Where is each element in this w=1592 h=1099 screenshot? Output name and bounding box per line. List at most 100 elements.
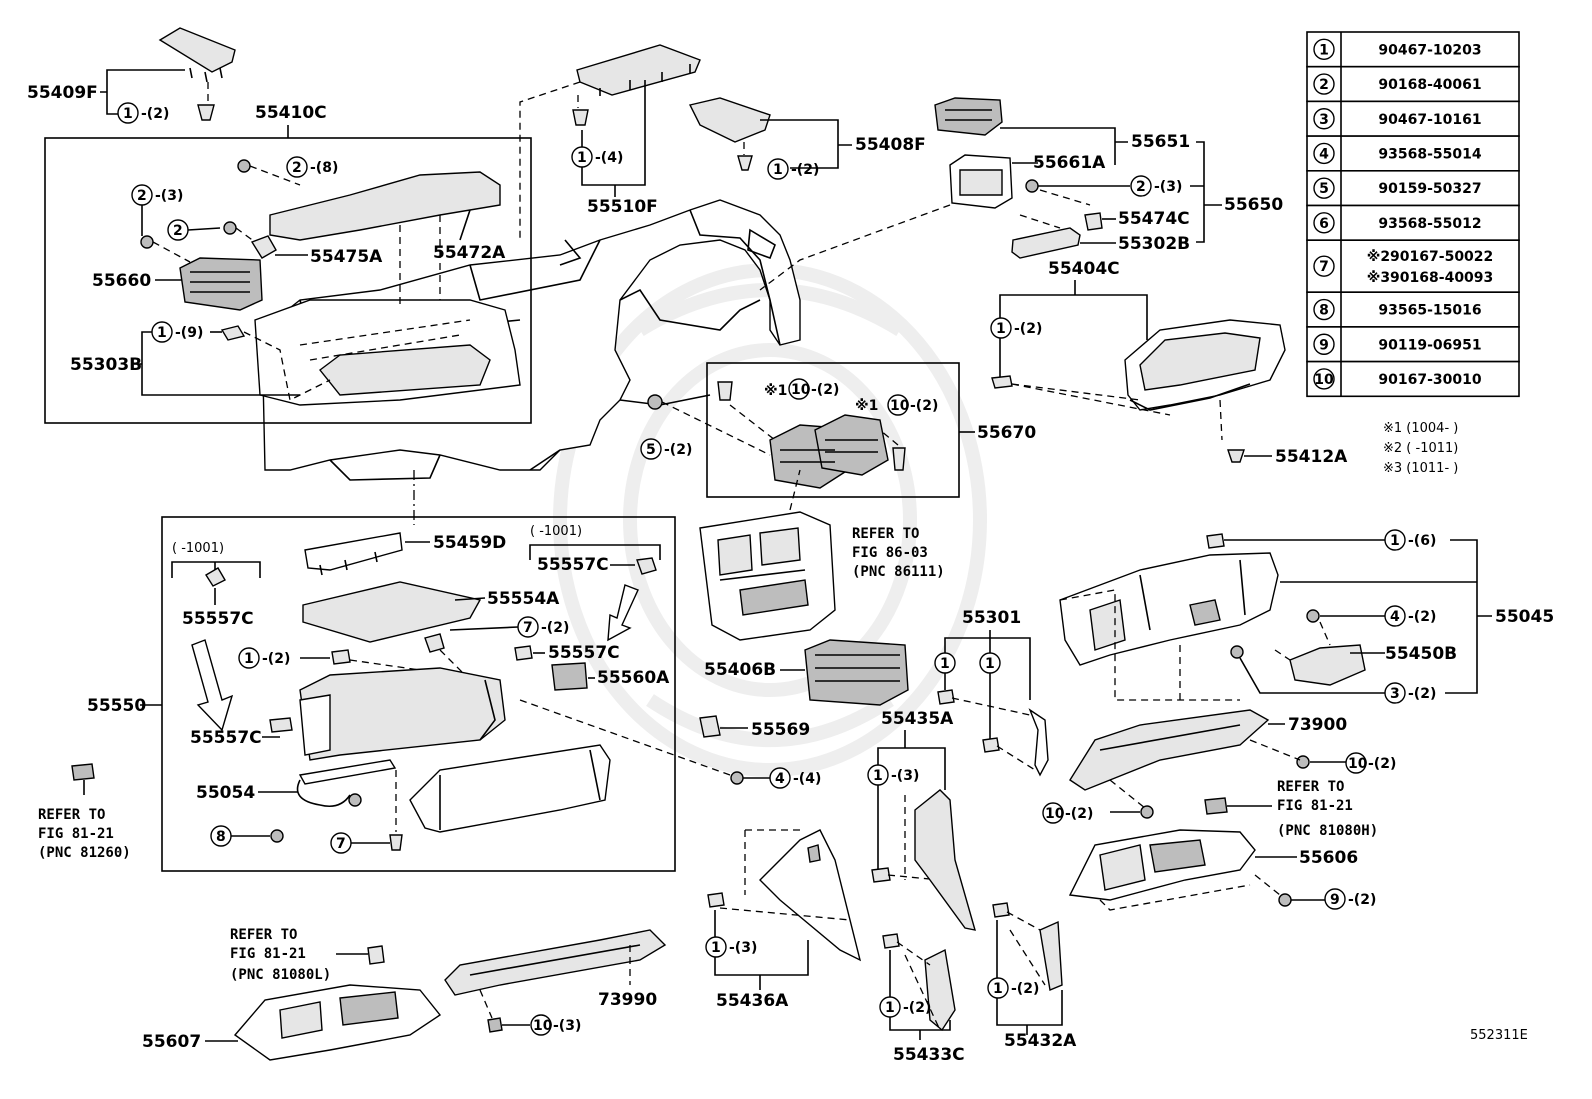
svg-text:10: 10	[1045, 806, 1065, 822]
part-label-55406b: 55406B	[704, 660, 776, 680]
clip-55475a	[250, 235, 277, 259]
svg-text:-(2): -(2)	[1348, 892, 1376, 908]
clip-55569	[699, 715, 721, 738]
callout-7: 7	[330, 770, 403, 854]
svg-text:-(2): -(2)	[791, 162, 819, 178]
part-label-55408f: 55408F	[855, 135, 926, 155]
table-index: 7	[1319, 259, 1329, 275]
callout-1-2-glove: 1 -(2)	[238, 647, 330, 669]
glove-upper-panel	[254, 171, 521, 406]
svg-text:8: 8	[216, 829, 226, 845]
table-row	[1306, 360, 1520, 398]
callout-10-2-d: 10 -(2)	[1042, 802, 1093, 824]
part-label-55303b: 55303B	[70, 355, 142, 375]
glove-box-door-55550	[299, 667, 506, 761]
callout-2-3: 2 -(3)	[131, 184, 183, 236]
callout-1-4: 1 -(4)	[571, 146, 623, 168]
callout-1-3-a: 1 -(3)	[867, 764, 919, 786]
callout-10-3: 10 -(3)	[530, 1014, 581, 1036]
part-label-55410c: 55410C	[255, 103, 327, 123]
table-index: 8	[1319, 303, 1329, 319]
part-label-55554a: 55554A	[487, 589, 560, 609]
switch-55560a	[551, 662, 588, 691]
table-part-number: 93565-15016	[1378, 303, 1481, 319]
panel-55436a	[759, 829, 862, 962]
vent-55651	[934, 97, 1003, 136]
ref-note-a-1: REFER TO	[38, 807, 105, 823]
part-label-55557c-d: 55557C	[190, 728, 262, 748]
svg-text:2: 2	[1136, 179, 1146, 195]
part-label-55475a: 55475A	[310, 247, 383, 267]
screw-55412a	[1227, 449, 1245, 463]
bolt-5	[647, 394, 663, 410]
lid-55554a	[302, 581, 482, 643]
footnote-3: ※3 (1011- )	[1383, 461, 1458, 476]
table-index: 6	[1319, 216, 1329, 232]
svg-text:10: 10	[533, 1018, 553, 1034]
part-label-55409f: 55409F	[27, 83, 98, 103]
lower-dash-55045	[1059, 552, 1279, 666]
table-part-number: ※290167-50022	[1367, 249, 1494, 265]
svg-text:2: 2	[137, 188, 147, 204]
svg-text:7: 7	[336, 836, 346, 852]
diagram-id: 552311E	[1470, 1028, 1528, 1043]
svg-text:4: 4	[1390, 609, 1400, 625]
bracket-55450b	[1289, 644, 1366, 686]
table-part-number: ※390168-40093	[1367, 270, 1494, 286]
panel-55435a	[914, 789, 976, 931]
mark-x1-a: ※1	[764, 383, 787, 399]
svg-text:1: 1	[123, 106, 133, 122]
part-label-55433c: 55433C	[893, 1045, 965, 1065]
ref-note-c-2: FIG 81-21	[1277, 798, 1353, 814]
part-label-55054: 55054	[196, 783, 255, 803]
part-label-55670: 55670	[977, 423, 1036, 443]
svg-text:-(2): -(2)	[664, 442, 692, 458]
callout-2-3-vents: 2 -(3)	[1038, 175, 1204, 197]
svg-text:1: 1	[996, 321, 1006, 337]
duct-55302b	[1011, 179, 1103, 259]
svg-text:2: 2	[292, 160, 302, 176]
svg-text:-(9): -(9)	[175, 325, 203, 341]
svg-text:-(2): -(2)	[1011, 981, 1039, 997]
side-vent-55660	[179, 257, 263, 311]
table-part-number: 90168-40061	[1378, 77, 1481, 93]
table-row	[1306, 326, 1520, 363]
callout-7-2: 7 -(2)	[449, 616, 569, 638]
callout-1-3-b: 1 -(3)	[705, 936, 757, 958]
table-row	[1306, 239, 1520, 293]
table-row	[1306, 204, 1520, 242]
part-label-55660: 55660	[92, 271, 151, 291]
callout-1-2-55408f: 1 -(2)	[767, 158, 819, 180]
part-label-55560a: 55560A	[597, 668, 670, 688]
ref-note-86-1: REFER TO	[852, 526, 919, 542]
table-part-number: 93568-55012	[1378, 216, 1481, 232]
callout-1-55409f: 1 -(2)	[117, 102, 169, 124]
part-label-55472a: 55472A	[433, 243, 506, 263]
footnote-1: ※1 (1004- )	[1383, 421, 1458, 436]
cluster-bezel	[991, 319, 1286, 411]
knee-bolster-73900	[1069, 709, 1270, 791]
svg-text:-(3): -(3)	[155, 188, 183, 204]
callout-2: 2	[167, 219, 221, 241]
cover-55510f	[572, 44, 701, 126]
svg-text:-(2): -(2)	[1408, 609, 1436, 625]
table-row	[1306, 170, 1520, 207]
part-label-55432a: 55432A	[1004, 1031, 1077, 1051]
table-index: 1	[1319, 42, 1329, 58]
panel-55301	[1028, 708, 1049, 777]
svg-text:10: 10	[791, 382, 811, 398]
table-part-number: 90467-10203	[1378, 42, 1481, 58]
part-label-55301: 55301	[962, 608, 1021, 628]
svg-text:2: 2	[173, 223, 183, 239]
part-label-55412a: 55412A	[1275, 447, 1348, 467]
svg-text:5: 5	[646, 442, 656, 458]
part-label-73990: 73990	[598, 990, 657, 1010]
callout-1-b: 1	[979, 652, 1001, 740]
table-index: 2	[1319, 77, 1329, 93]
cover-55408f	[688, 97, 771, 171]
svg-text:4: 4	[775, 771, 785, 787]
lower-panel-55607	[233, 984, 442, 1061]
svg-text:1: 1	[985, 656, 995, 672]
part-label-55450b: 55450B	[1385, 644, 1457, 664]
